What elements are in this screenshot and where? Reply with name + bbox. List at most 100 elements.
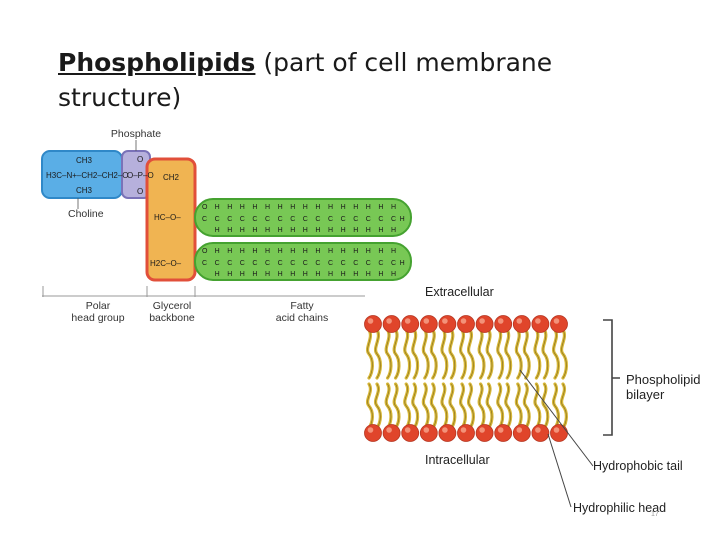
lower-chain-hydrogen-atom: H [227,248,232,255]
lower-chain-carbon-atom: C [366,260,371,267]
fatty-acid-chains-line-2: acid chains [275,312,329,324]
inner-leaflet-head-highlight [460,427,467,433]
outer-leaflet-head [475,315,494,333]
lower-chain-carbon-atom: C [240,260,245,267]
lower-chain-hydrogen-atom: H [341,248,346,255]
title-keyword: Phospholipids [58,48,256,77]
bilayer-bracket [603,319,620,436]
inner-leaflet-tail-outline [478,383,485,429]
outer-leaflet-head-highlight [460,318,467,324]
inner-leaflet-tail-outline [404,383,410,429]
outer-leaflet-tail-outline [561,329,567,379]
upper-chain-hydrogen-atom: H [353,227,358,234]
bilayer-inner-leaflet-heads [364,424,568,442]
phospholipid-bilayer-line-1: Phospholipid [626,372,701,387]
lower-chain-carbon-atom: C [315,260,320,267]
page-number: 17 [651,511,659,518]
lower-chain-hydrogen-atom: H [278,271,283,278]
outer-leaflet-head [438,315,457,333]
outer-leaflet-head-highlight [553,318,560,324]
lower-chain-hydrogen-atom: H [290,248,295,255]
inner-leaflet-head [457,424,475,442]
title-subtitle: (part of cell membrane structure) [58,48,553,112]
outer-leaflet-tail-outline [412,329,418,379]
upper-chain-hydrogen-atom: H [227,227,232,234]
lower-chain-hydrogen-atom: H [378,248,383,255]
inner-leaflet-tail-outline [441,383,448,429]
lower-chain-hydrogen-atom: H [303,271,308,278]
upper-chain-carbonyl-oxygen: O [202,204,208,211]
extracellular-label: Extracellular [425,285,494,299]
polar-head-group-line-1: Polar [85,300,111,312]
lower-chain-carbon-atom: C [378,260,383,267]
inner-leaflet-tail-outline [393,383,400,429]
outer-leaflet-head [512,315,531,333]
inner-leaflet-tail-outline [524,383,530,429]
inner-leaflet-head-highlight [367,427,374,433]
outer-leaflet-head-highlight [479,318,485,324]
upper-chain-hydrogen-atom: H [290,227,295,234]
upper-chain-hydrogen-atom: H [265,204,270,211]
outer-leaflet-tail-outline [441,329,448,379]
choline-formula-bottom: CH3 [76,186,93,195]
inner-leaflet-head-highlight [535,427,541,433]
inner-leaflet-head-highlight [386,427,392,433]
outer-leaflet-tail-outline [367,329,373,379]
inner-leaflet-tail-outline [449,383,456,429]
outer-leaflet-tail-outline [534,329,541,379]
lower-chain-hydrogen-atom: H [353,248,358,255]
outer-leaflet-tail-outline [431,329,437,379]
lower-chain-hydrogen-atom: H [240,248,245,255]
inner-leaflet-head-highlight [553,427,560,433]
lower-chain-carbon-atom: C [391,260,396,267]
upper-chain-hydrogen-atom: H [265,227,270,234]
upper-chain-hydrogen-atom: H [328,204,333,211]
lower-chain-hydrogen-atom: H [215,248,220,255]
inner-leaflet-head-highlight [479,427,485,433]
glycerol-backbone-line-1: Glycerol [152,300,192,312]
outer-leaflet-head-highlight [535,318,541,324]
upper-chain-hydrogen-atom: H [252,227,257,234]
lower-chain-hydrogen-atom: H [366,248,371,255]
inner-leaflet-tail-outline [505,383,511,429]
inner-leaflet-head [438,424,457,442]
phospholipid-bilayer-line-2: bilayer [626,387,665,402]
lower-chain-carbon-atom: C [215,260,220,267]
lower-chain-hydrogen-atom: H [265,271,270,278]
hydrophilic-head-label: Hydrophilic head [573,501,667,515]
upper-chain-carbon-atom: C [202,216,207,223]
choline-formula-top: CH3 [76,156,93,165]
phospholipid-bilayer-label: Phospholipid bilayer [626,372,700,402]
upper-chain-hydrogen-atom: H [215,204,220,211]
inner-leaflet-head [550,424,568,442]
intracellular-label: Intracellular [425,453,490,467]
lower-chain-hydrogen-atom: H [315,248,320,255]
lower-chain-carbon-atom: C [265,260,270,267]
lower-chain-hydrogen-atom: H [315,271,320,278]
inner-leaflet-tail-outline [468,383,474,429]
upper-chain-hydrogen-atom: H [353,204,358,211]
upper-chain-hydrogen-atom: H [240,204,245,211]
phosphate-formula-top: O [137,155,143,164]
lower-chain-carbon-atom: C [341,260,346,267]
upper-chain-hydrogen-atom: H [278,227,283,234]
upper-chain-carbon-atom: C [341,216,346,223]
outer-leaflet-head [382,315,401,333]
choline-formula-middle: H3C–N+–CH2–CH2–O [46,171,128,180]
inner-leaflet-tail-outline [412,383,418,429]
inner-leaflet-tail-outline [486,383,493,429]
upper-chain-hydrogen-atom: H [303,227,308,234]
inner-leaflet-head [382,424,401,442]
outer-leaflet-tail-outline [404,329,410,379]
hydrophobic-tail-pointer [519,369,594,467]
outer-leaflet-tail-outline [553,329,559,379]
inner-leaflet-head-highlight [442,427,448,433]
lower-chain-hydrogen-atom: H [240,271,245,278]
hydrophilic-head-pointer [547,433,572,508]
inner-leaflet-head [512,424,531,442]
choline-label: Choline [68,208,104,220]
outer-leaflet-tail-outline [524,329,530,379]
upper-chain-hydrogen-atom: H [391,227,396,234]
slide-title: Phospholipids (part of cell membrane str… [58,45,618,115]
upper-chain-hydrogen-atom: H [215,227,220,234]
